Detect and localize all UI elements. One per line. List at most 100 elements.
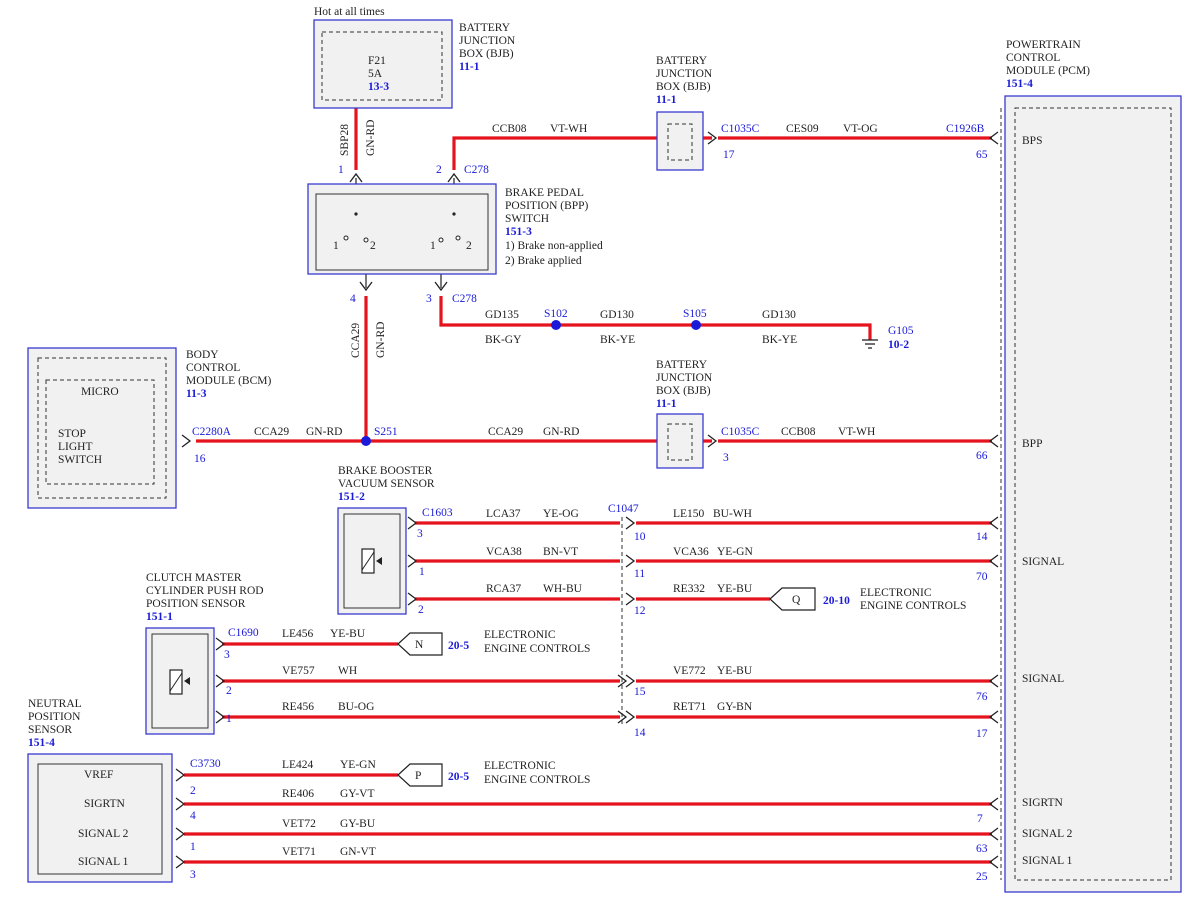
bcm-s1: STOP [58,428,86,440]
wires [184,108,992,864]
ref-flag-q [769,587,816,611]
pin-pc76: 76 [976,691,988,703]
pcm-pin-bpp: BPP [1022,438,1042,450]
pcm-ref: 151-4 [1006,78,1033,90]
conn-c1926b: C1926B [946,123,985,135]
pin-pc63: 63 [976,843,988,855]
ref-flag-p [397,763,443,787]
wire-yebu-c: YE-BU [717,665,753,677]
pin-n3: 3 [190,869,196,881]
bjb-mid-ref: 11-1 [656,94,677,106]
booster-ref: 151-2 [338,491,365,503]
wire-yebu-b: YE-BU [330,628,366,640]
bjb-top-l2: JUNCTION [459,35,516,47]
wire-gnrd-v2: GN-RD [375,322,387,358]
pin-c15: 15 [634,686,646,698]
wire-re332: RE332 [673,583,705,595]
bpp-switch-box [307,183,497,275]
pin-n2: 2 [190,785,196,797]
ref-p-page: 20-5 [448,771,469,783]
wire-ve772: VE772 [673,665,706,677]
bpp-l2: POSITION (BPP) [505,200,589,212]
neutral-sig2: SIGNAL 2 [78,828,129,840]
pin-c12: 12 [634,605,646,617]
pin-cl1: 1 [226,713,232,725]
pin-3: 3 [426,293,432,305]
pin-17: 17 [723,149,735,161]
bpp-note1: 1) Brake non-applied [505,240,603,252]
potentiometer-slash-2 [169,672,183,692]
ref-n-page: 20-5 [448,640,469,652]
bjb-mid-l3: BOX (BJB) [656,81,711,93]
pcm-pin-bps: BPS [1022,135,1042,147]
ref-p-l2: ENGINE CONTROLS [484,774,590,786]
neutral-sigrtn: SIGRTN [84,798,126,810]
wire-vet72: VET72 [282,818,316,830]
wire-vca36: VCA36 [673,546,709,558]
pin-n4: 4 [190,810,196,822]
wire-wh: WH [338,665,357,677]
conn-c1047: C1047 [608,503,639,515]
wire-cca29-b: CCA29 [488,426,523,438]
bjb-low-ref: 11-1 [656,398,677,410]
wire-gd130-a: GD130 [600,309,634,321]
bjb-top-l1: BATTERY [459,22,511,34]
pin-4: 4 [350,293,356,305]
neutral-ref: 151-4 [28,737,55,749]
ground-icon [862,339,878,349]
wire-gnrd-a: GN-RD [306,426,342,438]
bcm-box [27,347,177,509]
pin-bv3: 3 [417,528,423,540]
conn-c1603: C1603 [422,507,453,519]
pin-bv2: 2 [418,604,424,616]
wire-whbu: WH-BU [543,583,583,595]
conn-c1035c-a: C1035C [721,123,760,135]
pcm-l2: CONTROL [1006,52,1060,64]
pcm-pin-signal-2: SIGNAL 2 [1022,828,1073,840]
bpp-ref: 151-3 [505,226,532,238]
bjb-low-box [656,413,704,469]
sw1-pos2: 2 [370,240,376,252]
wire-vca38: VCA38 [486,546,522,558]
splice-s105 [691,320,701,330]
bcm-l1: BODY [186,349,219,361]
wire-ret71: RET71 [673,701,706,713]
wire-buwh: BU-WH [713,508,752,520]
pin-65: 65 [976,149,988,161]
splice-s105-label: S105 [683,308,707,320]
conn-c1690: C1690 [228,627,259,639]
wire-ccb08-top: CCB08 [492,123,527,135]
bjb-top-ref: 11-1 [459,61,480,73]
splice-s102-label: S102 [544,308,568,320]
wire-vtwh-top: VT-WH [550,123,587,135]
pin-pc17: 17 [976,728,988,740]
wire-lca37: LCA37 [486,508,521,520]
ref-q-l2: ENGINE CONTROLS [860,600,966,612]
neutral-l2: POSITION [28,711,81,723]
wire-ces09: CES09 [786,123,819,135]
wire-vet71: VET71 [282,846,316,858]
ref-n-l2: ENGINE CONTROLS [484,643,590,655]
wire-gnvt: GN-VT [340,846,376,858]
bpp-l3: SWITCH [505,213,549,225]
wire-gd135: GD135 [485,309,519,321]
neutral-sig1: SIGNAL 1 [78,856,129,868]
pin-pc7: 7 [977,813,983,825]
pin-bv1: 1 [419,566,425,578]
wiper-arrow-icon-2 [184,677,190,685]
wire-cca29-v: CCA29 [350,323,362,358]
splice-s251 [361,436,371,446]
pcm-l3: MODULE (PCM) [1006,65,1090,77]
pin-16: 16 [194,453,206,465]
booster-l2: VACUUM SENSOR [338,478,435,490]
wire-le150: LE150 [673,508,705,520]
wire-gyvt: GY-VT [340,788,375,800]
potentiometer-slash [361,551,375,571]
ref-flag-n [397,632,443,656]
wire-sbp28: SBP28 [339,124,351,156]
pin-n1: 1 [190,841,196,853]
fuse-amps: 5A [368,68,383,80]
booster-l1: BRAKE BOOSTER [338,465,433,477]
wire-yegn-b: YE-GN [340,759,376,771]
